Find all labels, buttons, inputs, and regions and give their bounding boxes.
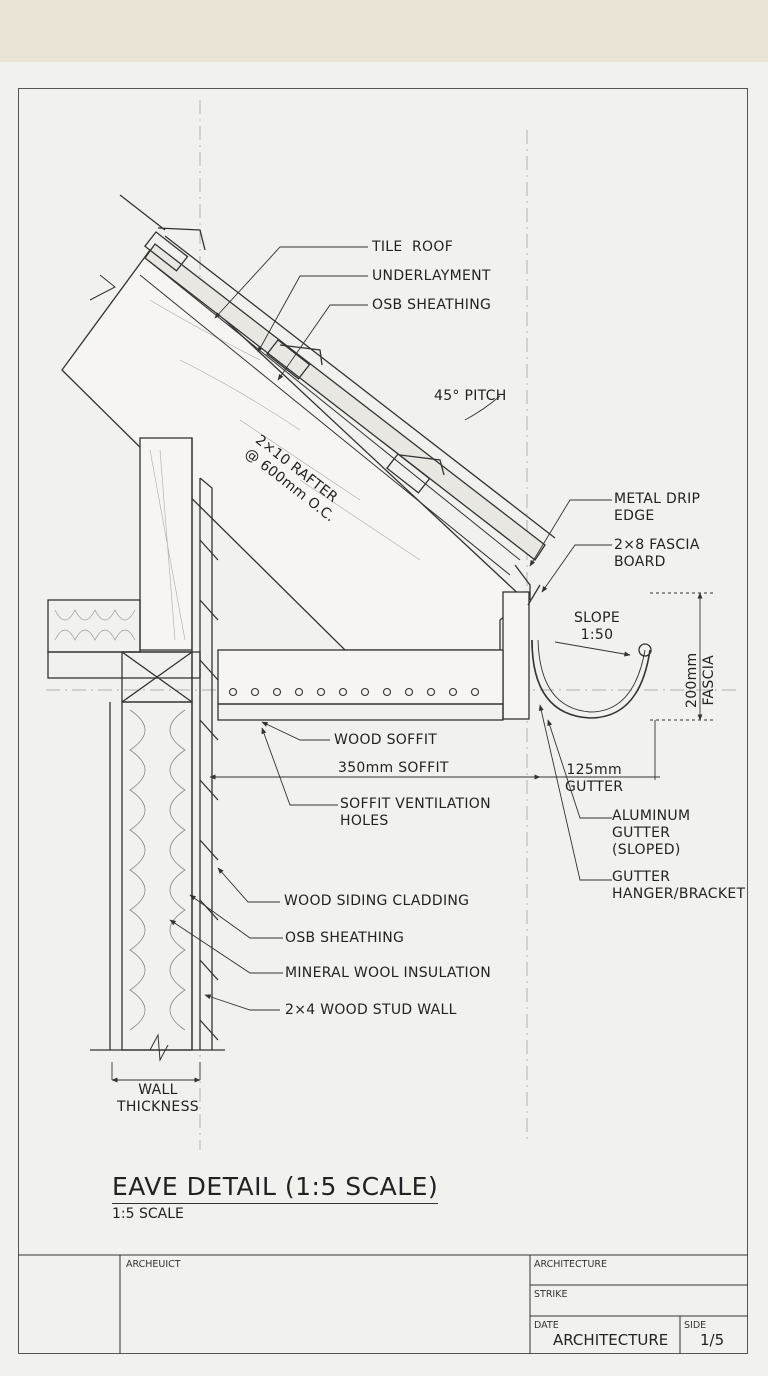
label-wood-siding: WOOD SIDING CLADDING: [284, 893, 470, 909]
label-fascia-board: 2×8 FASCIA BOARD: [614, 537, 700, 570]
label-soffit-vent: SOFFIT VENTILATION HOLES: [340, 796, 491, 829]
gutter: [531, 639, 652, 719]
title-block-date-label: DATE: [534, 1320, 559, 1331]
stud-wall: [90, 438, 225, 1062]
label-gutter-dimension: 125mm GUTTER: [565, 762, 624, 795]
title-block-date-value: ARCHITECTURE: [553, 1331, 669, 1349]
dimension-lines: [111, 395, 715, 1083]
vent-hole: [448, 687, 458, 697]
fascia-board: [502, 564, 541, 720]
title-block-lines: [18, 1254, 748, 1354]
label-mineral-wool: MINERAL WOOL INSULATION: [285, 965, 492, 981]
label-aluminum-gutter: ALUMINUM GUTTER (SLOPED): [612, 808, 691, 858]
label-gutter-hanger: GUTTER HANGER/BRACKET: [612, 869, 746, 902]
label-underlayment: UNDERLAYMENT: [372, 268, 491, 284]
vent-hole: [338, 687, 348, 697]
label-tile-roof: TILE ROOF: [372, 239, 454, 255]
vent-hole: [294, 687, 304, 697]
sheet-border: [18, 88, 748, 1354]
label-stud-wall: 2×4 WOOD STUD WALL: [285, 1002, 457, 1018]
drawing-title: EAVE DETAIL (1:5 SCALE): [112, 1172, 439, 1204]
wood-siding: [199, 477, 219, 1050]
title-block-strike-label: STRIKE: [534, 1289, 568, 1300]
label-osb-wall: OSB SHEATHING: [285, 930, 405, 946]
label-wood-soffit: WOOD SOFFIT: [334, 732, 438, 748]
vent-hole: [382, 687, 392, 697]
vent-hole: [426, 687, 436, 697]
vent-hole: [360, 687, 370, 697]
title-block-architect-label: ARCHEUICT: [126, 1259, 181, 1270]
vent-hole: [316, 687, 326, 697]
title-block-side-label: SIDE: [684, 1320, 707, 1331]
label-fascia-dimension: 200mm FASCIA: [684, 652, 717, 709]
soffit-vent-holes: [228, 687, 480, 697]
label-drip-edge: METAL DRIP EDGE: [614, 491, 701, 524]
vent-hole: [250, 687, 260, 697]
label-osb-roof: OSB SHEATHING: [372, 297, 492, 313]
label-pitch: 45° PITCH: [434, 388, 507, 404]
label-wall-thickness: WALL THICKNESS: [117, 1082, 199, 1115]
vent-hole: [404, 687, 414, 697]
label-soffit-dimension: 350mm SOFFIT: [338, 760, 449, 776]
scale-note: 1:5 SCALE: [112, 1206, 184, 1222]
leader-lines: [169, 246, 612, 1011]
title-block-architecture-label: ARCHITECTURE: [534, 1259, 608, 1270]
soffit-framing: [217, 649, 504, 721]
vent-hole: [228, 687, 238, 697]
wall-top-framing: [47, 437, 201, 703]
title-block-side-value: 1/5: [700, 1331, 725, 1349]
vent-hole: [470, 687, 480, 697]
label-slope: SLOPE 1:50: [574, 610, 620, 643]
vent-hole: [272, 687, 282, 697]
